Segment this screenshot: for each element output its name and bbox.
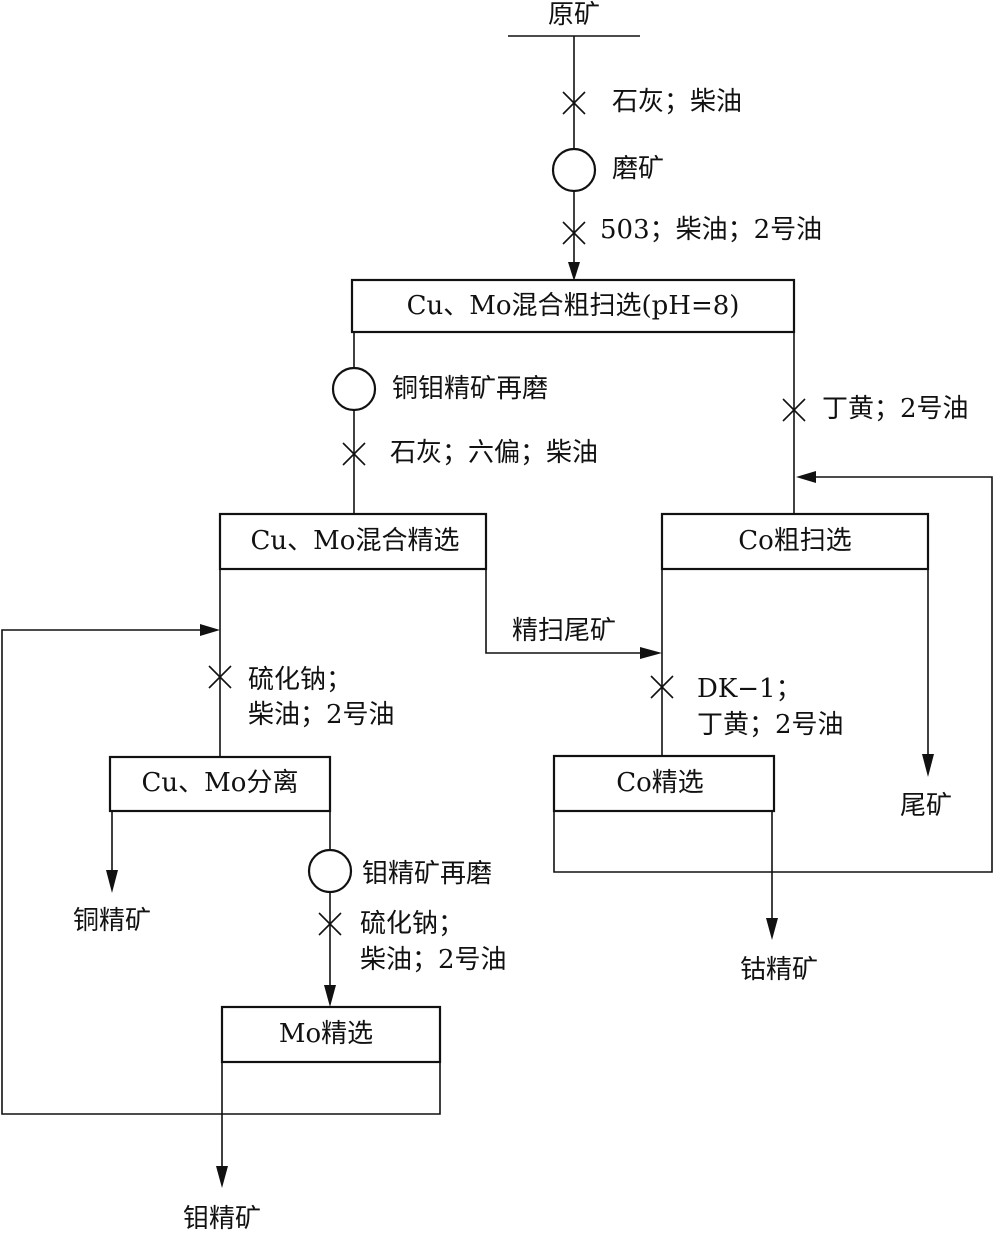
reagent-marker-3 <box>342 442 366 466</box>
reagent-label-6b: 丁黄；2号油 <box>697 710 844 740</box>
arrow-to-mo-conc <box>216 1166 228 1188</box>
reagent-label-4: 丁黄；2号油 <box>822 394 969 424</box>
reagent-label-6a: DK−1； <box>697 674 802 704</box>
co-cleaner-recycle-line <box>553 476 993 873</box>
bulk-cleaner-label: Cu、Mo混合精选 <box>251 526 460 556</box>
arrow-to-co-conc <box>766 918 778 940</box>
co-conc-label: 钴精矿 <box>740 955 818 985</box>
mo-regrind-circle <box>307 848 353 894</box>
arrow-to-tailings <box>922 754 934 777</box>
reagent-label-5b: 柴油；2号油 <box>248 700 395 730</box>
cumo-regrind-circle <box>331 366 377 412</box>
reagent-marker-1 <box>562 91 586 115</box>
arrow-to-cu-conc <box>106 870 118 893</box>
bulk-cleaner-box <box>218 512 488 571</box>
grinding-mill-circle <box>551 147 597 193</box>
reagent-label-7a: 硫化钠； <box>360 909 464 939</box>
reagent-marker-7 <box>318 912 342 936</box>
mo-conc-label: 钼精矿 <box>183 1204 261 1234</box>
separation-label: Cu、Mo分离 <box>142 768 299 798</box>
reagent-label-5a: 硫化钠； <box>248 665 352 695</box>
mo-cleaner-label: Mo精选 <box>279 1019 373 1049</box>
co-rougher-box <box>660 512 930 571</box>
scav-tailings-label: 精扫尾矿 <box>512 616 616 646</box>
arrow-co-recycle <box>796 471 816 483</box>
grinding-label: 磨矿 <box>612 154 664 184</box>
reagent-label-2: 503；柴油；2号油 <box>600 215 822 245</box>
cumo-regrind-label: 铜钼精矿再磨 <box>392 374 548 404</box>
reagent-label-7b: 柴油；2号油 <box>360 945 507 975</box>
mo-regrind-label: 钼精矿再磨 <box>362 859 492 889</box>
cu-conc-label: 铜精矿 <box>73 906 151 936</box>
reagent-label-1: 石灰；柴油 <box>612 87 742 117</box>
arrow-to-bulk-rougher <box>568 262 580 281</box>
tailings-label: 尾矿 <box>900 791 952 821</box>
mo-cleaner-recycle-line <box>1 629 441 1115</box>
feed-label: 原矿 <box>548 0 600 30</box>
bulk-rougher-box <box>350 278 796 334</box>
arrow-to-mo-cleaner <box>324 985 336 1007</box>
reagent-label-3: 石灰；六偏；柴油 <box>390 438 598 468</box>
bulk-rougher-label: Cu、Mo混合粗扫选(pH=8) <box>407 291 740 321</box>
arrow-mo-recycle <box>200 624 220 636</box>
reagent-marker-6 <box>650 675 674 699</box>
arrow-scav-tailings <box>640 647 662 659</box>
reagent-marker-2 <box>562 221 586 245</box>
mo-cleaner-box <box>220 1005 442 1064</box>
reagent-marker-4 <box>782 398 806 422</box>
co-rougher-label: Co粗扫选 <box>738 526 852 556</box>
co-cleaner-box <box>552 754 776 813</box>
scav-tailings-line <box>485 569 645 654</box>
reagent-marker-5 <box>208 665 232 689</box>
co-cleaner-label: Co精选 <box>616 768 704 798</box>
separation-box <box>108 755 332 813</box>
